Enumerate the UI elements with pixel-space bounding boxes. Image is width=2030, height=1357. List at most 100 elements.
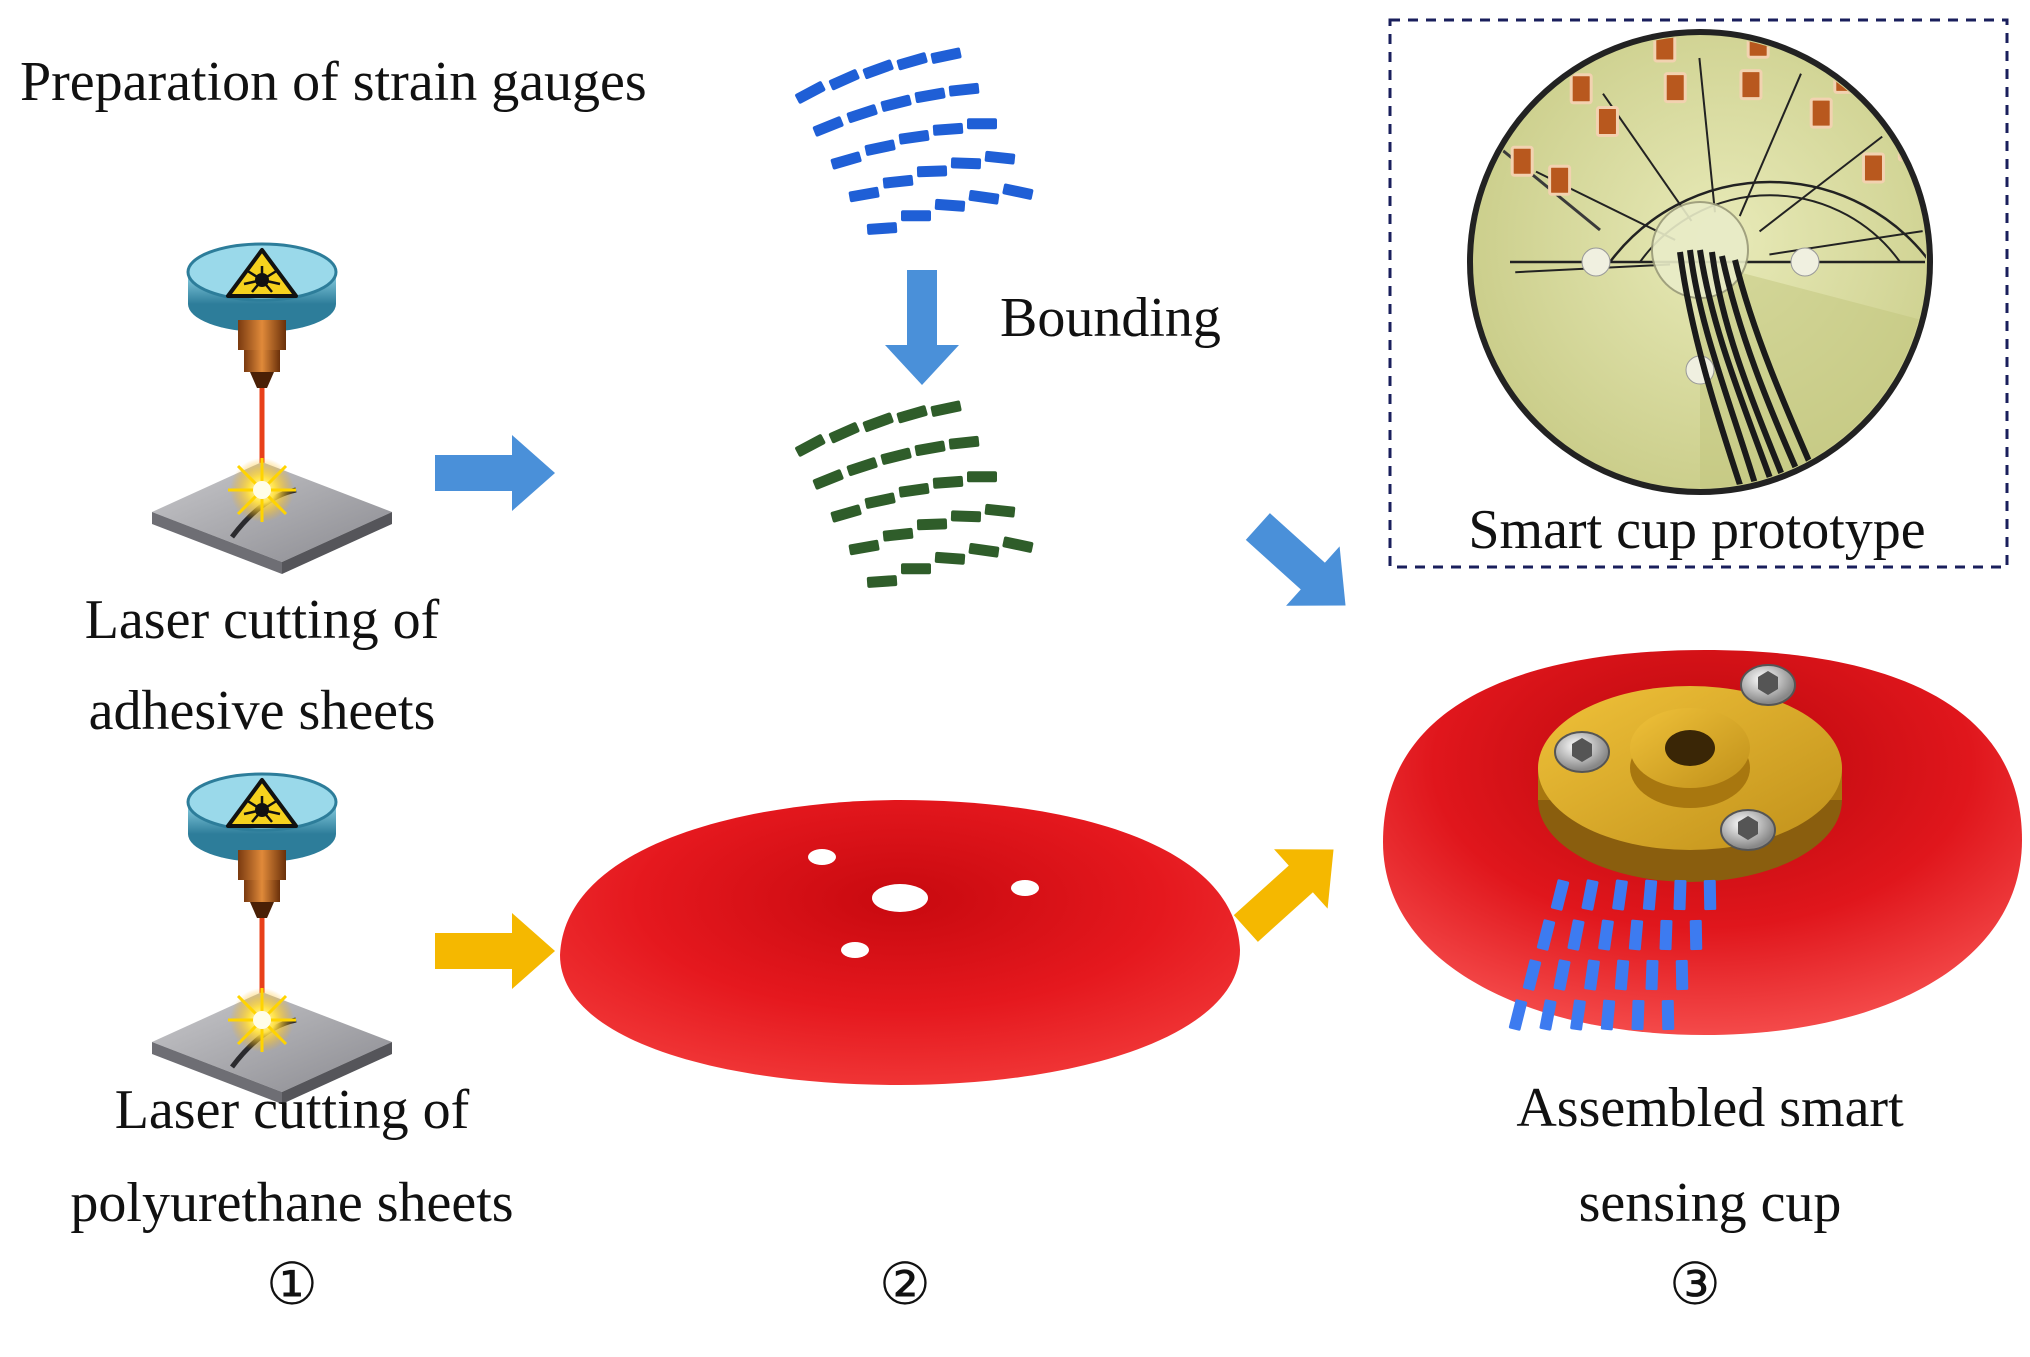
- strain-gauge: [930, 400, 962, 417]
- strain-gauge: [950, 510, 982, 523]
- strain-gauge: [846, 104, 878, 124]
- yellow-diagonal-arrow: [1233, 849, 1334, 942]
- bolt-icon: [1720, 809, 1776, 851]
- strain-gauge: [901, 210, 931, 222]
- mount-hole: [1011, 880, 1039, 896]
- strain-gauge: [1598, 919, 1614, 951]
- sensor-element: [1595, 106, 1619, 138]
- sensor-element: [1569, 73, 1593, 105]
- blue-right-arrow: [435, 435, 555, 511]
- strain-gauge-array-mounted: [1508, 879, 1717, 1031]
- strain-gauge: [848, 186, 880, 203]
- bounding-arrow: [885, 270, 959, 385]
- sensor-element: [1510, 145, 1534, 177]
- strain-gauge: [880, 94, 912, 112]
- sensor-element: [1739, 69, 1763, 101]
- strain-gauge: [866, 222, 898, 235]
- strain-gauge: [1550, 879, 1570, 911]
- strain-gauge: [932, 475, 964, 489]
- laser-pu-label-line1: Laser cutting of: [114, 1079, 470, 1141]
- prep-strain-label: Preparation of strain gauges: [20, 51, 647, 113]
- strain-gauge: [901, 563, 931, 575]
- strain-gauge: [1553, 959, 1571, 991]
- prototype-box: [1388, 18, 2009, 569]
- strain-gauge: [984, 503, 1016, 518]
- strain-gauge: [795, 81, 826, 104]
- strain-gauge: [968, 543, 1000, 558]
- strain-gauge: [864, 492, 896, 509]
- strain-gauge: [914, 440, 946, 456]
- strain-gauge: [1703, 879, 1717, 911]
- center-hole: [872, 884, 928, 912]
- sensor-element: [1861, 152, 1885, 184]
- strain-gauge: [1522, 959, 1542, 991]
- strain-gauge: [967, 118, 997, 130]
- sensor-element: [1809, 97, 1833, 129]
- strain-gauge: [1661, 999, 1675, 1031]
- step-1-marker: ①: [266, 1250, 318, 1318]
- yellow-right-arrow: [435, 913, 555, 989]
- strain-gauge: [830, 504, 862, 523]
- strain-gauge: [864, 139, 896, 156]
- strain-gauge: [830, 151, 862, 170]
- strain-gauge: [950, 157, 982, 170]
- sensor-element: [1663, 72, 1687, 104]
- sensor-element: [1653, 36, 1677, 63]
- smart-cup-prototype-photo: [1467, 29, 1933, 495]
- strain-gauge: [916, 518, 948, 531]
- center-hole: [1665, 730, 1715, 766]
- strain-gauge: [866, 575, 898, 588]
- laser-adhesive-label-line1: Laser cutting of: [84, 589, 440, 651]
- blue-diagonal-arrow: [1245, 513, 1346, 606]
- strain-gauge: [1584, 959, 1600, 991]
- smart-cup-prototype-label: Smart cup prototype: [1468, 499, 1926, 561]
- strain-gauge: [1570, 999, 1586, 1031]
- strain-gauge: [1539, 999, 1557, 1031]
- strain-gauge-array-bonded: [795, 400, 1034, 588]
- sensor-element: [1548, 164, 1572, 196]
- laser-pu-label-line2: polyurethane sheets: [70, 1172, 514, 1234]
- strain-gauge: [1675, 959, 1689, 991]
- polyurethane-cup: [560, 800, 1240, 1085]
- strain-gauge: [1536, 919, 1556, 951]
- strain-gauge: [967, 471, 997, 483]
- strain-gauge: [882, 174, 914, 189]
- strain-gauge: [896, 405, 928, 424]
- strain-gauge: [828, 69, 860, 91]
- strain-gauge: [1581, 879, 1599, 911]
- strain-gauge: [1631, 999, 1645, 1031]
- strain-gauge: [934, 551, 966, 565]
- strain-gauge: [968, 190, 1000, 205]
- strain-gauge: [862, 412, 894, 433]
- strain-gauge: [1642, 879, 1658, 911]
- strain-gauge: [862, 59, 894, 80]
- strain-gauge: [1628, 919, 1644, 951]
- strain-gauge: [1612, 879, 1628, 911]
- strain-gauge: [932, 122, 964, 136]
- strain-gauge: [812, 469, 844, 490]
- strain-gauge: [916, 165, 948, 178]
- strain-gauge: [1567, 919, 1585, 951]
- strain-gauge: [1508, 999, 1528, 1031]
- laser-adhesive-label-line2: adhesive sheets: [88, 680, 436, 742]
- strain-gauge: [948, 82, 980, 97]
- strain-gauge: [1673, 879, 1687, 911]
- strain-gauge: [880, 447, 912, 465]
- strain-gauge: [1614, 959, 1630, 991]
- strain-gauge: [848, 539, 880, 556]
- strain-gauge: [1689, 919, 1703, 951]
- strain-gauge: [828, 422, 860, 444]
- strain-gauge: [948, 435, 980, 450]
- step-2-marker: ②: [879, 1250, 931, 1318]
- strain-gauge: [1002, 183, 1034, 200]
- strain-gauge: [1600, 999, 1616, 1031]
- laser-cutter-icon: [152, 244, 392, 574]
- strain-gauge: [898, 483, 930, 498]
- strain-gauge: [812, 116, 844, 137]
- mount-hole: [808, 849, 836, 865]
- strain-gauge: [882, 527, 914, 542]
- bounding-label: Bounding: [1000, 287, 1221, 349]
- strain-gauge: [934, 198, 966, 212]
- strain-gauge: [896, 52, 928, 71]
